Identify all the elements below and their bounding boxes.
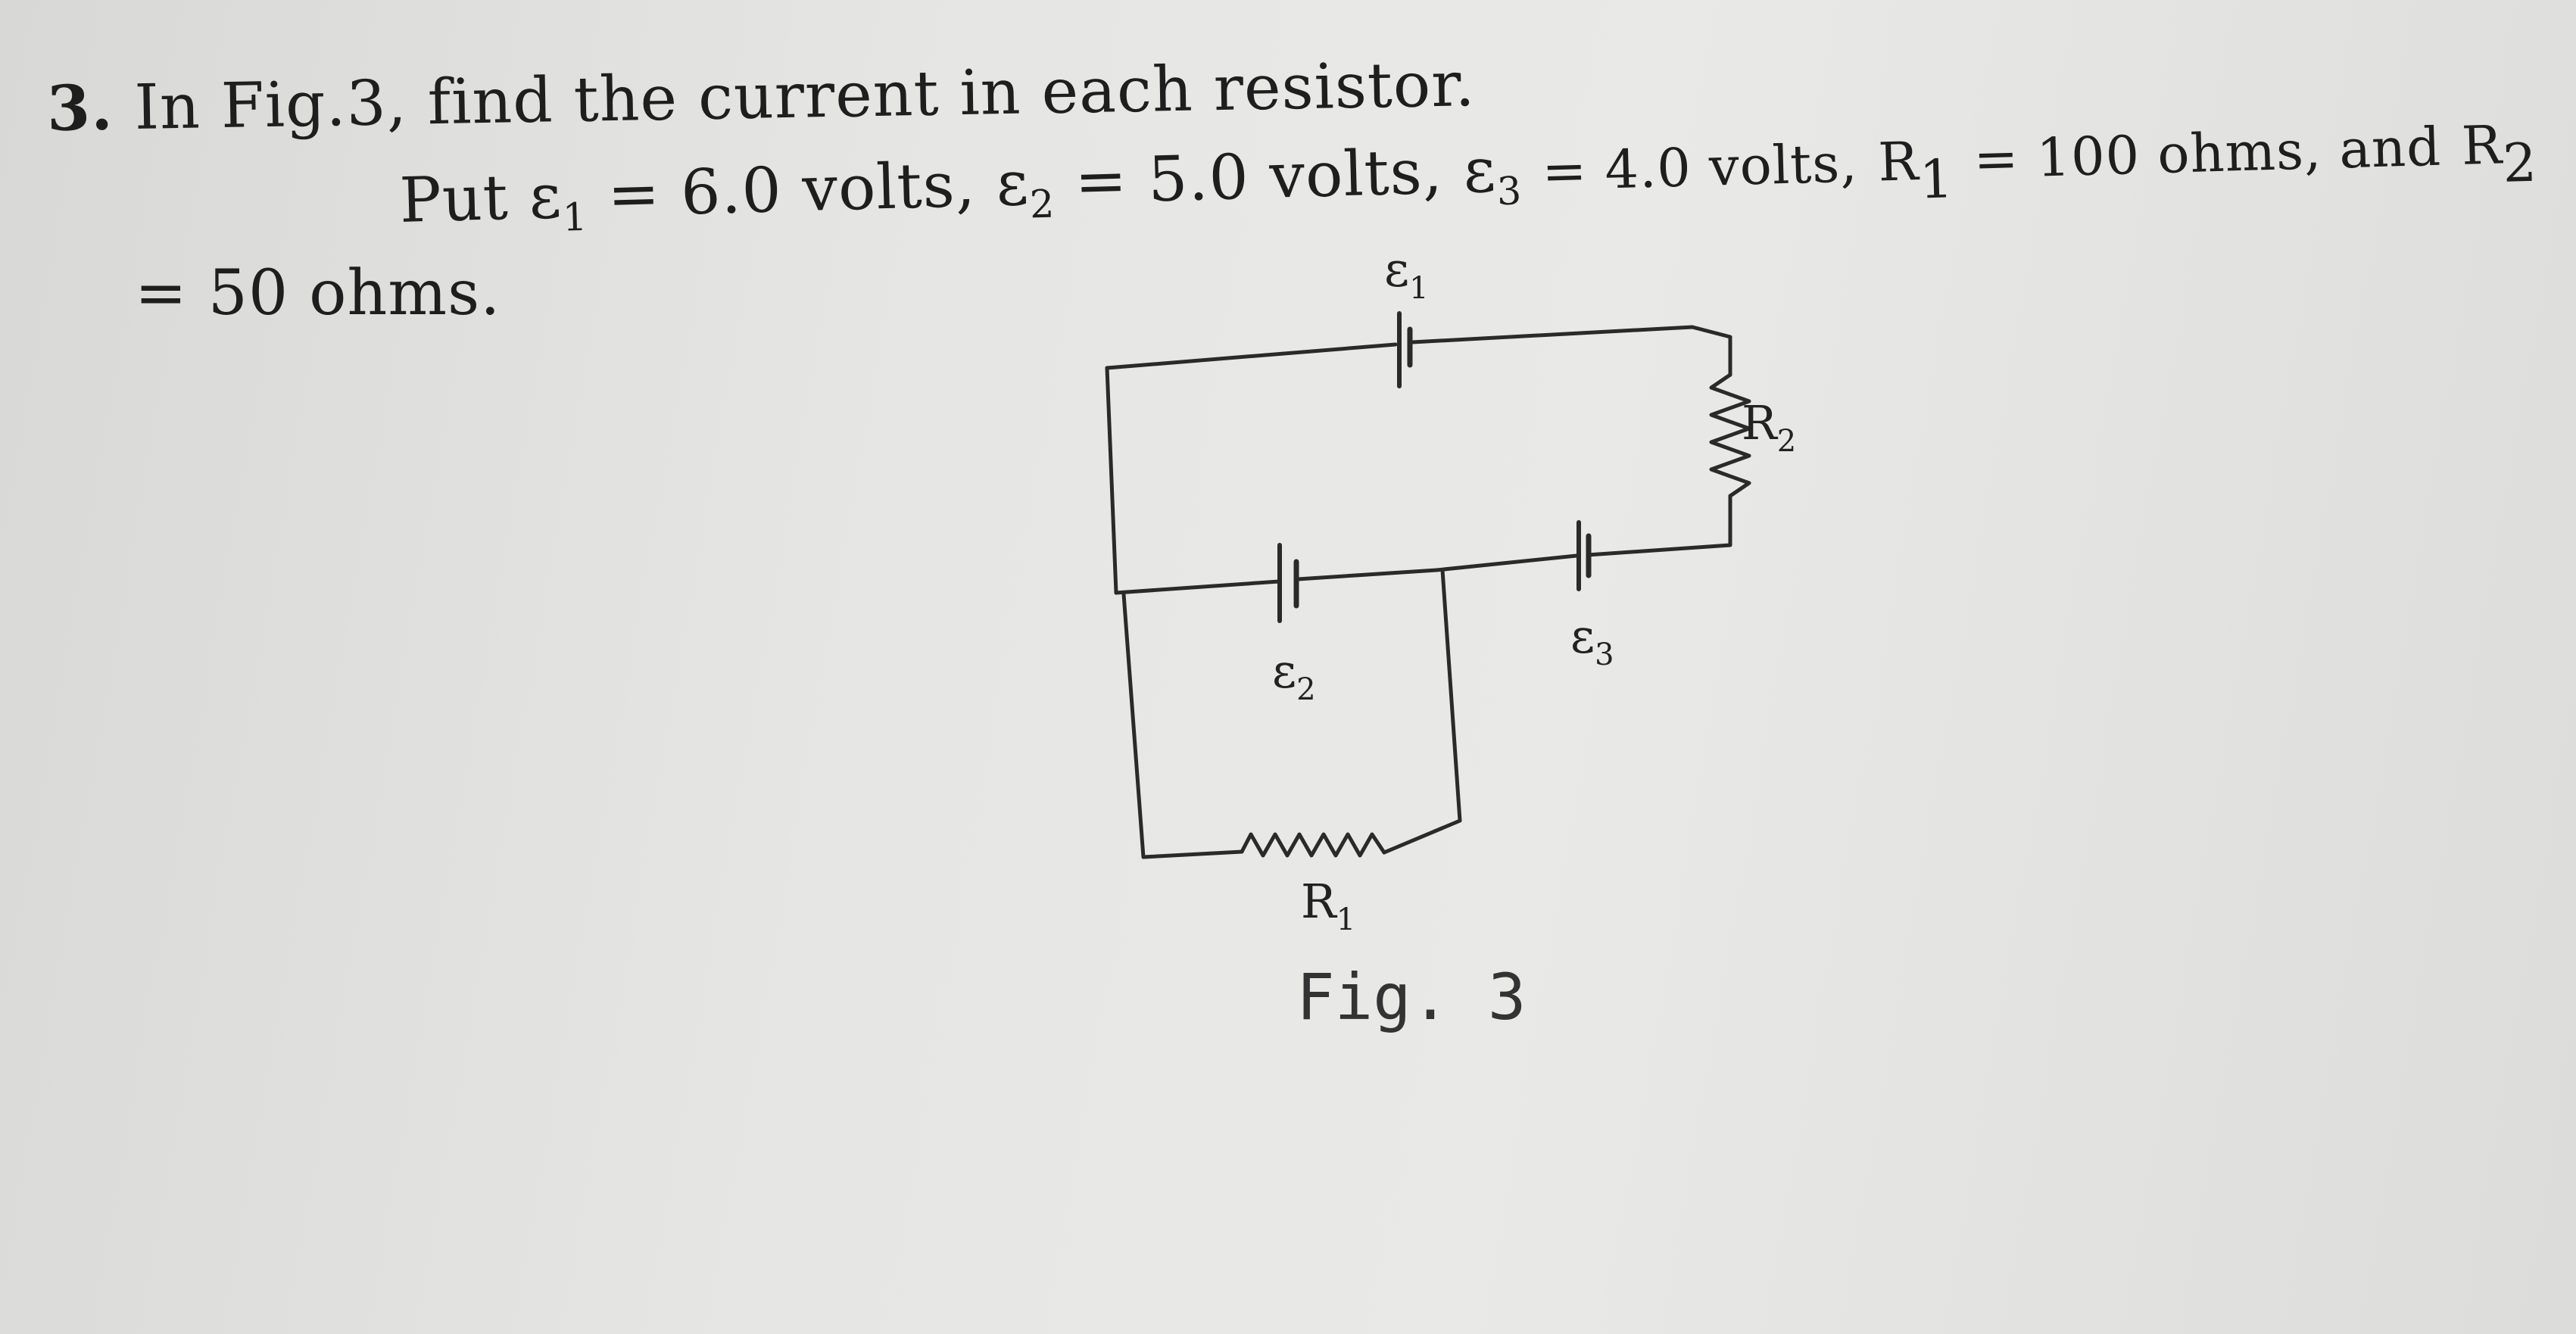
middle-wire-left: [1296, 568, 1439, 581]
right-riser-wire: [1586, 494, 1732, 557]
top-wire-right: [1410, 325, 1732, 377]
left-inner-wire: [1121, 592, 1146, 859]
middle-wire-far-left: [1114, 579, 1281, 595]
r2-label: R2: [1742, 395, 1796, 459]
left-outer-wire: [1105, 366, 1118, 595]
r1-resistor-wire: [1240, 832, 1386, 858]
emf2-label: ε2: [1272, 644, 1316, 707]
bottom-wire-right: [1382, 568, 1462, 855]
r2-resistor-wire: [1709, 372, 1751, 498]
emf1-label: ε1: [1384, 242, 1429, 306]
bottom-wire-left: [1141, 849, 1244, 859]
problem-line-3: = 50 ohms.: [135, 257, 501, 329]
emf3-label: ε3: [1570, 609, 1614, 672]
top-wire-left: [1105, 342, 1398, 370]
figure-caption: Fig. 3: [1296, 960, 1527, 1034]
r1-label: R1: [1301, 874, 1355, 937]
r2-value: = 50 ohms.: [135, 257, 501, 329]
middle-wire-right: [1434, 553, 1579, 572]
